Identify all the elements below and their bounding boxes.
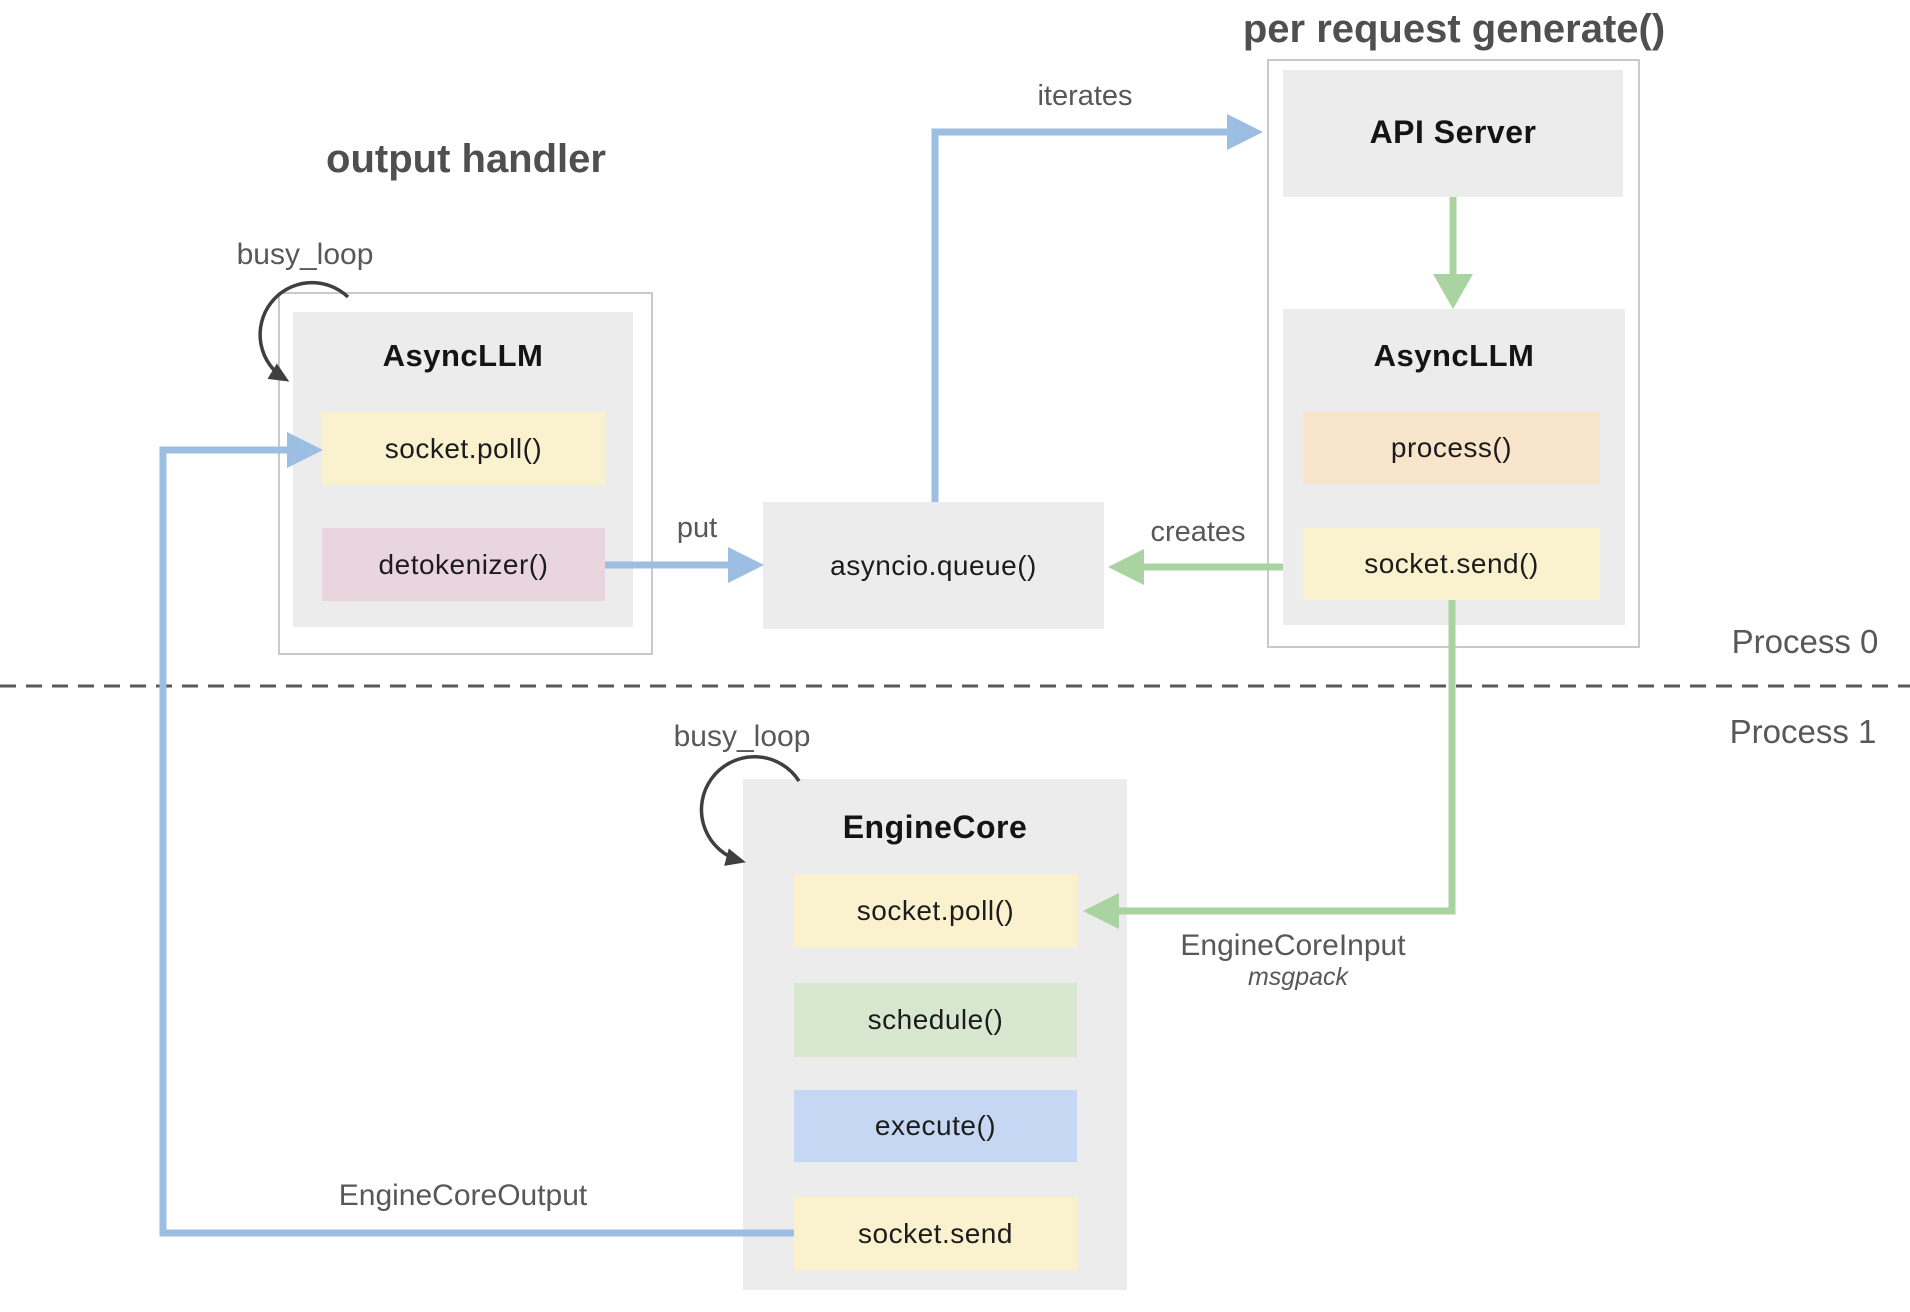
per-request-generate-title: per request generate() — [1242, 7, 1666, 51]
process-1-label: Process 1 — [1729, 713, 1877, 750]
left-socket-poll-box: socket.poll() — [322, 412, 605, 485]
async-llm-left-title: AsyncLLM — [382, 338, 544, 373]
bottom-socket-send-box: socket.send — [794, 1197, 1077, 1270]
edge-iterates-arrowhead — [1227, 114, 1263, 150]
bottom-execute-box: execute() — [794, 1090, 1077, 1162]
asyncio-queue-box: asyncio.queue() — [763, 502, 1104, 629]
busy-loop-left-label: busy_loop — [236, 238, 374, 271]
bottom-schedule-box: schedule() — [794, 983, 1077, 1057]
creates-label: creates — [1150, 516, 1246, 548]
iterates-label: iterates — [1037, 80, 1133, 112]
edge-creates-arrowhead — [1108, 549, 1144, 585]
api-server-box — [1283, 70, 1623, 197]
busy-loop-bottom-label: busy_loop — [673, 720, 811, 753]
right-process-box: process() — [1303, 412, 1600, 484]
put-label: put — [676, 512, 718, 544]
api-server-title: API Server — [1369, 114, 1537, 150]
msgpack-label: msgpack — [1247, 963, 1349, 991]
process-0-label: Process 0 — [1731, 623, 1879, 660]
edge-iterates-line — [931, 128, 1228, 502]
left-detokenizer-box: detokenizer() — [322, 528, 605, 601]
engine-core-input-label: EngineCoreInput — [1180, 929, 1406, 962]
bottom-socket-poll-box: socket.poll() — [794, 874, 1077, 948]
edge-put-arrowhead — [728, 547, 764, 583]
engine-core-output-label: EngineCoreOutput — [338, 1179, 588, 1212]
async-llm-right-title: AsyncLLM — [1373, 338, 1535, 373]
right-socket-send-box: socket.send() — [1303, 528, 1600, 600]
output-handler-title: output handler — [326, 137, 606, 181]
engine-core-title: EngineCore — [842, 809, 1028, 845]
